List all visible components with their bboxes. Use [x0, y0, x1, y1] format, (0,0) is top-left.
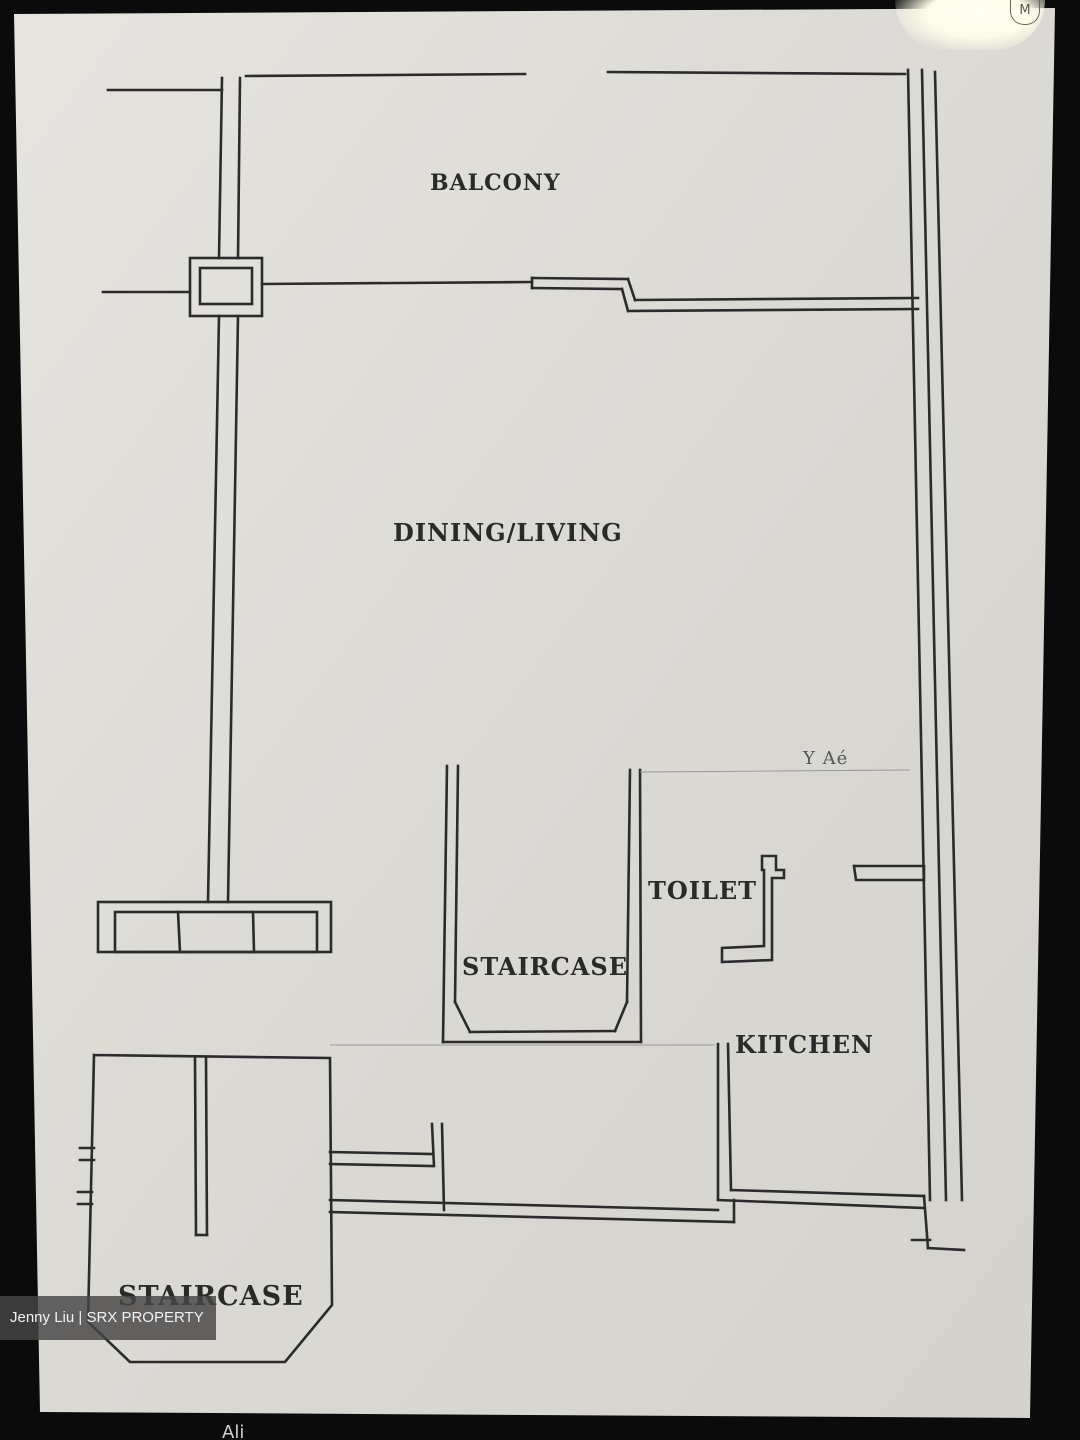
- room-label-toilet: TOILET: [648, 876, 758, 905]
- paper-sheet: [14, 8, 1055, 1418]
- room-label-balcony: BALCONY: [430, 170, 561, 196]
- room-label-dining-living: DINING/LIVING: [393, 518, 623, 547]
- corner-mark: M: [1010, 0, 1040, 25]
- bottom-cropped-text: Ali: [222, 1422, 245, 1440]
- faint-guide-lines: [330, 769, 911, 1046]
- watermark-badge: Jenny Liu | SRX PROPERTY: [0, 1296, 216, 1340]
- room-label-staircase-inner: STAIRCASE: [462, 952, 629, 981]
- partial-label: Y Aé: [803, 748, 849, 769]
- room-label-kitchen: KITCHEN: [735, 1030, 874, 1059]
- wall-lines: [76, 68, 966, 1364]
